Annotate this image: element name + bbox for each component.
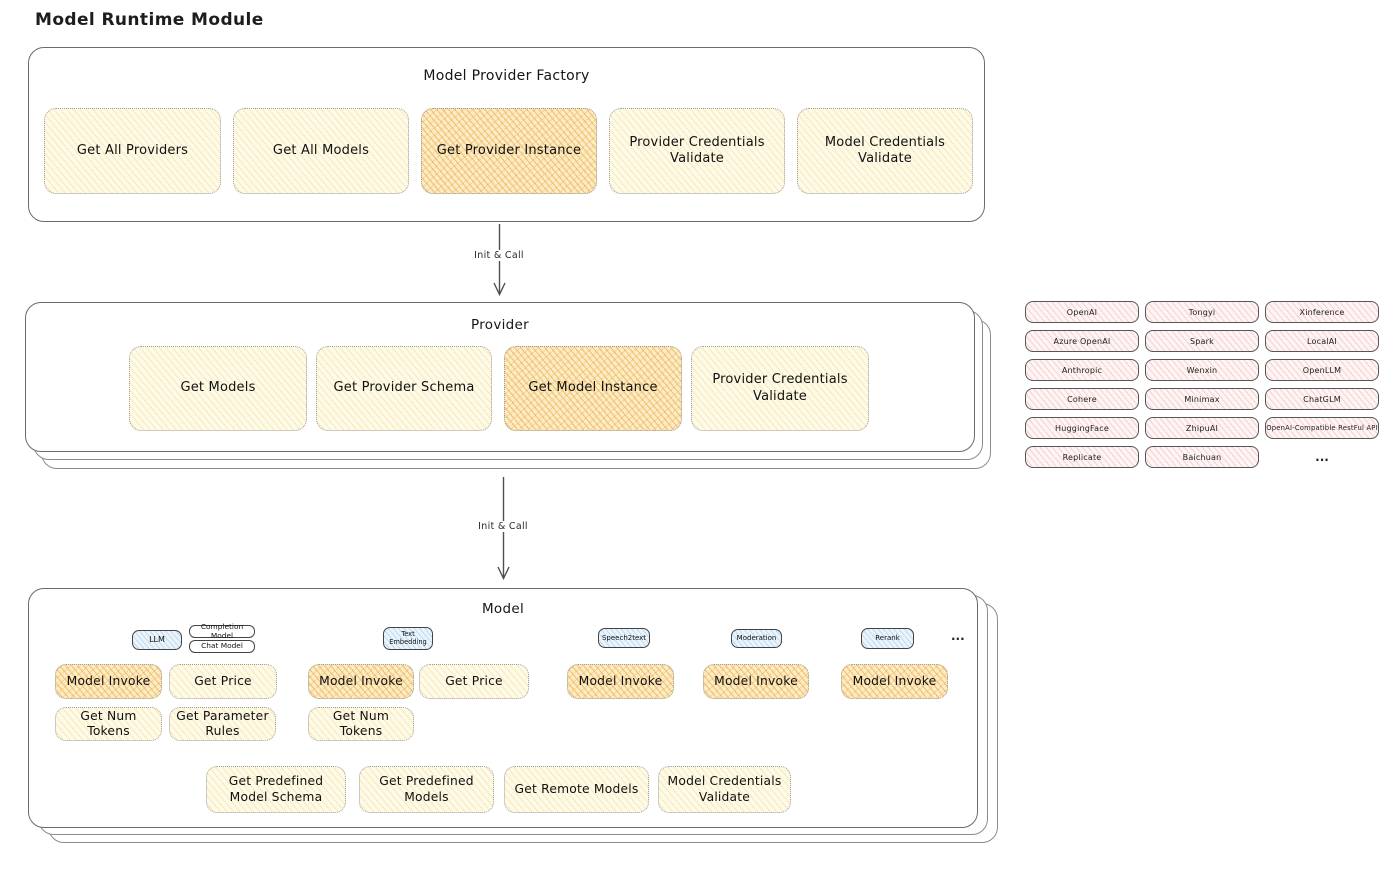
provider-item: Xinference [1265,301,1379,323]
node-get-price-llm: Get Price [169,664,277,699]
provider-item: OpenAI-Compatible RestFul API [1265,417,1379,439]
node-provider-credentials-validate-2: Provider Credentials Validate [691,346,869,431]
node-model-invoke-embedding: Model Invoke [308,664,414,699]
provider-item: OpenAI [1025,301,1139,323]
tag-llm: LLM [132,630,182,650]
node-get-predefined-model-schema: Get Predefined Model Schema [206,766,346,813]
provider-item: HuggingFace [1025,417,1139,439]
node-get-models: Get Models [129,346,307,431]
provider-item: Cohere [1025,388,1139,410]
factory-container: Model Provider Factory Get All Providers… [28,47,985,222]
provider-item: Azure OpenAI [1025,330,1139,352]
node-get-provider-schema: Get Provider Schema [316,346,492,431]
node-model-invoke-rerank: Model Invoke [841,664,948,699]
model-container: Model LLM Completion Model Chat Model Te… [28,588,978,828]
provider-item: Tongyi [1145,301,1259,323]
provider-item: ChatGLM [1265,388,1379,410]
provider-item: Baichuan [1145,446,1259,468]
provider-container: Provider Get Models Get Provider Schema … [25,302,975,452]
factory-title: Model Provider Factory [423,68,590,84]
node-model-invoke-speech2text: Model Invoke [567,664,674,699]
providers-more-ellipsis: ... [1315,450,1329,464]
node-model-credentials-validate: Model Credentials Validate [797,108,973,194]
provider-item: LocalAI [1265,330,1379,352]
node-get-all-models: Get All Models [233,108,409,194]
provider-title: Provider [471,317,529,333]
node-get-price-embedding: Get Price [419,664,529,699]
page-title: Model Runtime Module [35,10,264,30]
node-model-invoke-llm: Model Invoke [55,664,162,699]
tag-completion-model: Completion Model [189,622,255,639]
provider-item: ZhipuAI [1145,417,1259,439]
tag-rerank: Rerank [861,628,914,649]
provider-item: Spark [1145,330,1259,352]
provider-item: Anthropic [1025,359,1139,381]
providers-grid: OpenAI Tongyi Xinference Azure OpenAI Sp… [1025,301,1379,468]
tag-moderation: Moderation [731,629,782,648]
node-model-credentials-validate-2: Model Credentials Validate [658,766,791,813]
tag-speech2text: Speech2text [598,628,650,648]
tag-chat-model: Chat Model [189,640,255,653]
node-model-invoke-moderation: Model Invoke [703,664,809,699]
arrow1-label: Init & Call [471,250,527,261]
node-get-predefined-models: Get Predefined Models [359,766,494,813]
node-get-provider-instance: Get Provider Instance [421,108,597,194]
provider-item: Minimax [1145,388,1259,410]
tags-more-ellipsis: ... [951,629,965,643]
node-get-all-providers: Get All Providers [44,108,221,194]
node-provider-credentials-validate: Provider Credentials Validate [609,108,785,194]
provider-item: OpenLLM [1265,359,1379,381]
node-get-model-instance: Get Model Instance [504,346,682,431]
node-get-num-tokens-llm: Get Num Tokens [55,707,162,741]
node-get-parameter-rules: Get Parameter Rules [169,707,276,741]
model-title: Model [481,601,525,617]
node-get-num-tokens-embedding: Get Num Tokens [308,707,414,741]
provider-item: Replicate [1025,446,1139,468]
node-get-remote-models: Get Remote Models [504,766,649,813]
arrow2-label: Init & Call [475,521,531,532]
provider-item: Wenxin [1145,359,1259,381]
tag-text-embedding: Text Embedding [383,627,433,650]
